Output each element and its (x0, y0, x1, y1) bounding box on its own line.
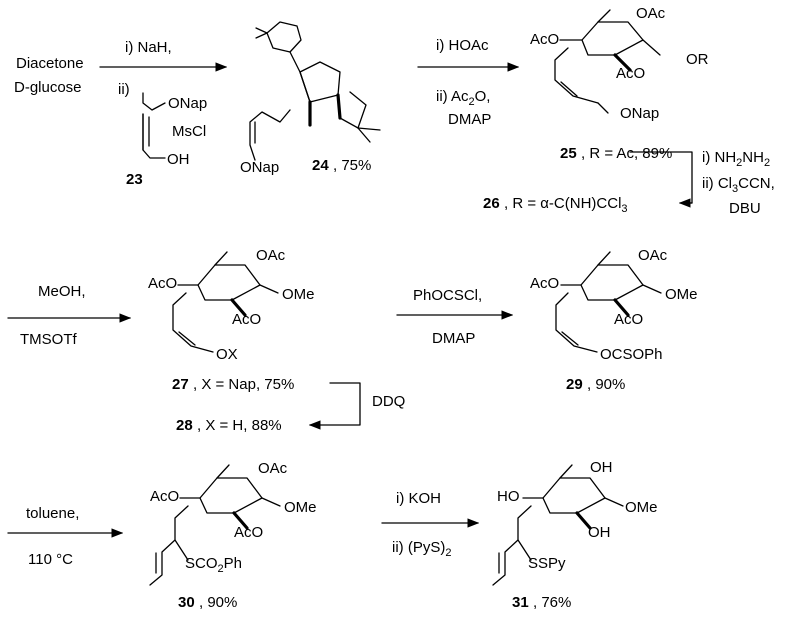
step7-reagent-1: toluene, (26, 505, 79, 522)
compound-23-number: 23 (126, 171, 143, 188)
compound-30-sco2ph: SCO2Ph (185, 555, 242, 575)
step3-reagent-1: i) NH2NH2 (702, 149, 770, 169)
compound-27-oac-top: OAc (256, 247, 286, 264)
compound-25-number: 25 (560, 145, 577, 162)
compound-28-number: 28 (176, 417, 193, 434)
compound-29-label: , 90% (587, 376, 625, 393)
step5-reagent-1: DDQ (372, 393, 405, 410)
compound-29-number: 29 (566, 376, 583, 393)
compound-28-label: , X = H, 88% (197, 417, 282, 434)
compound-25-onap: ONap (620, 105, 659, 122)
compound-31-ho: HO (497, 488, 520, 505)
compound-24-structure (249, 21, 381, 161)
compound-27-label: , X = Nap, 75% (193, 376, 294, 393)
arrow-step5-frame (319, 382, 361, 426)
compound-24-yield: , 75% (333, 157, 371, 174)
compound-26-label: , R = α-C(NH)CCl3 (504, 195, 628, 215)
compound-30-ome: OMe (284, 499, 317, 516)
compound-30-label: , 90% (199, 594, 237, 611)
compound-30-oac-top: OAc (258, 460, 288, 477)
step7-reagent-2: 110 °C (28, 551, 73, 568)
compound-25-aco-2: AcO (616, 65, 645, 82)
step3-reagent-2: ii) Cl3CCN, (702, 175, 775, 195)
compound-25-label: , R = Ac, 89% (581, 145, 672, 162)
compound-25-oac-top: OAc (636, 5, 666, 22)
compound-31-number: 31 (512, 594, 529, 611)
compound-26-number: 26 (483, 195, 500, 212)
compound-30-aco: AcO (150, 488, 179, 505)
step1-reagent-2: ii) (118, 81, 130, 98)
compound-31-oh-2: OH (588, 524, 611, 541)
step6-reagent-2: DMAP (432, 330, 475, 347)
compound-29-aco-2: AcO (614, 311, 643, 328)
compound-29-structure (555, 251, 662, 353)
compound-30-number: 30 (178, 594, 195, 611)
compound-29-ocsoph: OCSOPh (600, 346, 663, 363)
compound-27-ox: OX (216, 346, 238, 363)
step8-reagent-1: i) KOH (396, 490, 441, 507)
step4-reagent-1: MeOH, (38, 283, 86, 300)
step1-reagent-1: i) NaH, (125, 39, 172, 56)
step2-reagent-3: DMAP (448, 111, 491, 128)
compound-31-sspy: SSPy (528, 555, 566, 572)
compound-29-ome: OMe (665, 286, 698, 303)
compound-30-aco-2: AcO (234, 524, 263, 541)
compound-27-ome: OMe (282, 286, 315, 303)
compound-31-ome: OMe (625, 499, 658, 516)
step1-reagent-mscl: MsCl (172, 123, 206, 140)
step2-reagent-1: i) HOAc (436, 37, 489, 54)
step2-reagent-2: ii) Ac2O, (436, 88, 490, 108)
compound-25-or: OR (686, 51, 709, 68)
compound-31-label: , 76% (533, 594, 571, 611)
compound-23-onap: ONap (168, 95, 207, 112)
step6-reagent-1: PhOCSCl, (413, 287, 482, 304)
compound-29-aco: AcO (530, 275, 559, 292)
step4-reagent-2: TMSOTf (20, 331, 77, 348)
compound-23-structure (142, 92, 166, 159)
start-material-line2: D-glucose (14, 79, 82, 96)
compound-25-aco: AcO (530, 31, 559, 48)
compound-23-oh: OH (167, 151, 190, 168)
compound-27-aco-2: AcO (232, 311, 261, 328)
step8-reagent-2: ii) (PyS)2 (392, 539, 451, 559)
compound-24-number: 24 (312, 157, 329, 174)
compound-24-onap: ONap (240, 159, 279, 176)
compound-30-structure (149, 464, 281, 586)
compound-27-structure (172, 251, 279, 353)
compound-31-structure (492, 464, 624, 586)
compound-29-oac-top: OAc (638, 247, 668, 264)
compound-27-aco: AcO (148, 275, 177, 292)
compound-25-structure (554, 9, 661, 114)
compound-31-oh-top: OH (590, 459, 613, 476)
start-material-line1: Diacetone (16, 55, 84, 72)
step3-reagent-3: DBU (729, 200, 761, 217)
compound-27-number: 27 (172, 376, 189, 393)
